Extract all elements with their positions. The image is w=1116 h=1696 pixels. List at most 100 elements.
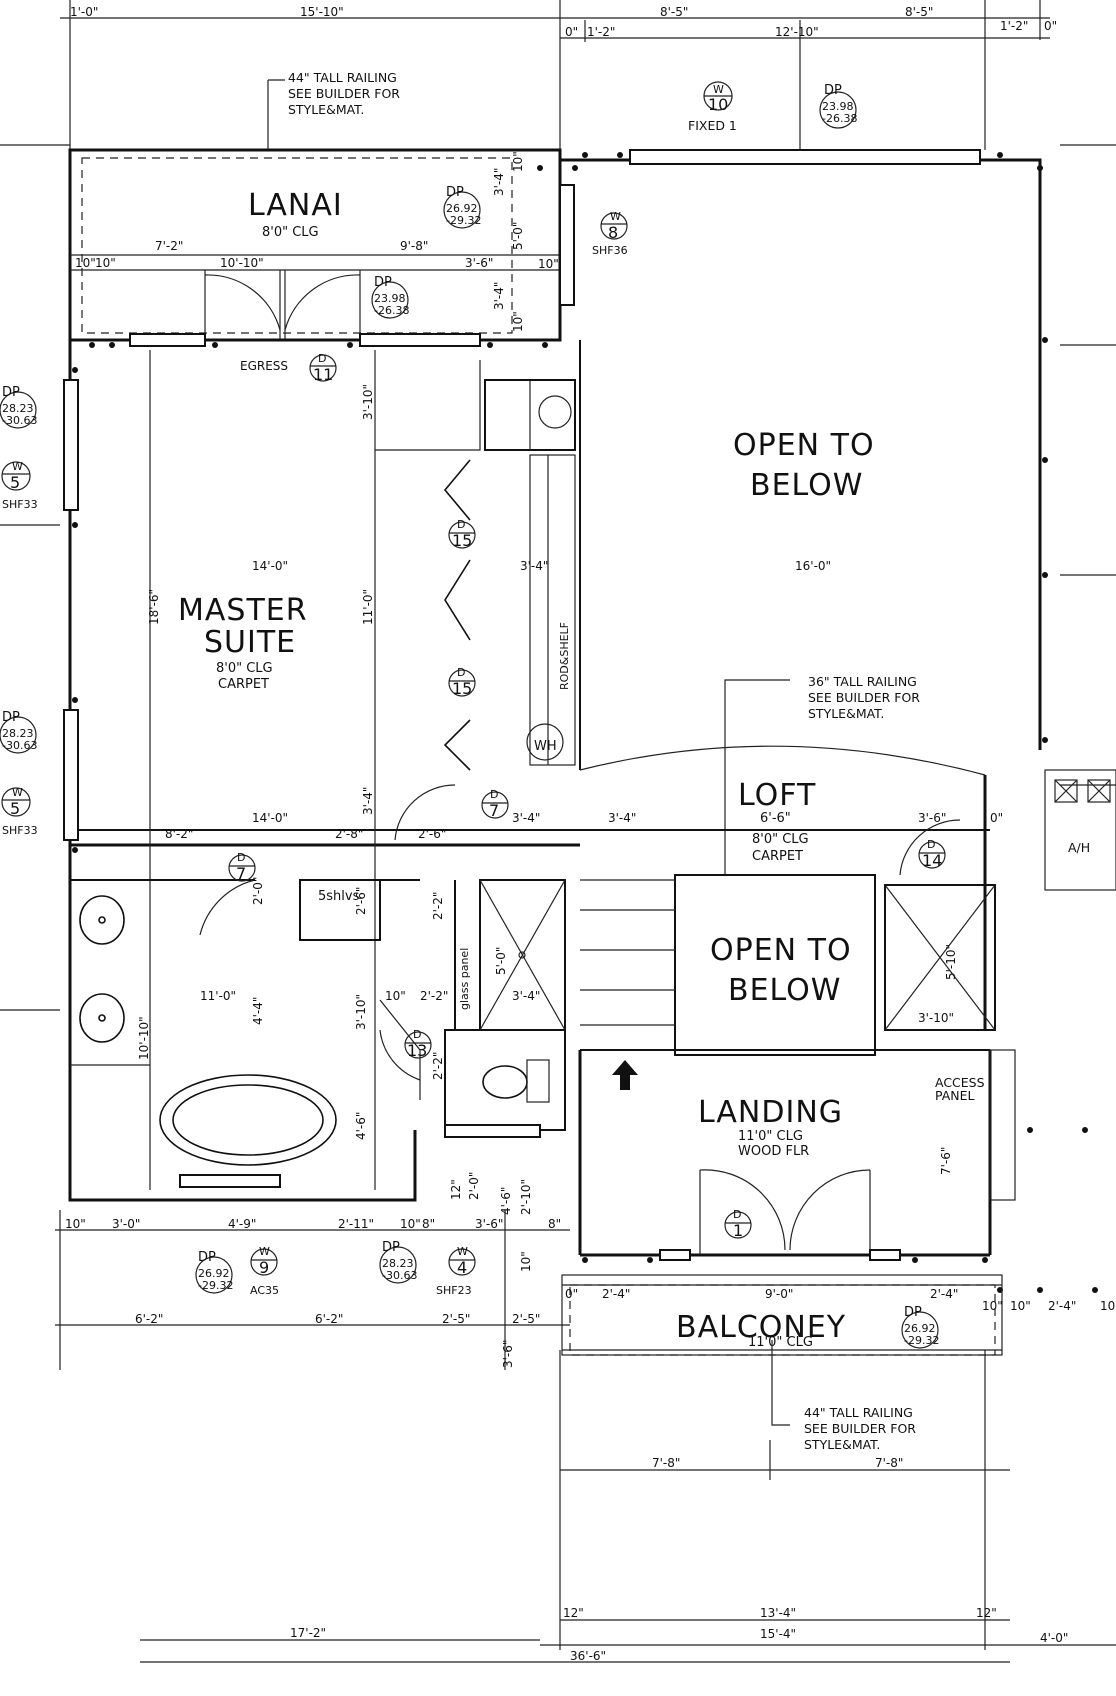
dim-top-c: 8'-5" — [660, 5, 688, 19]
access-panel-2: PANEL — [935, 1088, 975, 1103]
dp-tag-2: DP 26.92 -29.32 — [443, 185, 481, 229]
railing-note-mid-1: 36" TALL RAILING — [808, 674, 917, 689]
svg-text:D: D — [457, 518, 465, 531]
door-tag-d7b: D 7 — [481, 788, 509, 820]
dim-v12: 12" — [449, 1179, 463, 1200]
dim-v1010: 10'-10" — [137, 1016, 151, 1060]
dim-v310b: 3'-10" — [354, 994, 368, 1030]
dim-top-f: 0" — [565, 25, 578, 39]
dim-v46b: 4'-6" — [499, 1187, 513, 1215]
railing-note-top-2: SEE BUILDER FOR — [288, 86, 400, 101]
svg-text:-26.38: -26.38 — [374, 304, 409, 317]
dim-v36: 3'-6" — [465, 256, 493, 270]
svg-text:-29.32: -29.32 — [198, 1279, 233, 1292]
svg-text:DP: DP — [382, 1240, 400, 1255]
dim-h34a: 3'-4" — [520, 559, 548, 573]
dim-v44: 4'-4" — [251, 997, 265, 1025]
open-below-1-line1: OPEN TO — [733, 428, 875, 463]
dim-bot-12b: 12" — [976, 1606, 997, 1620]
svg-text:DP: DP — [824, 83, 842, 98]
svg-text:-30.63: -30.63 — [382, 1269, 417, 1282]
dim-v34a: 3'-4" — [492, 168, 506, 196]
rod-shelf-label: ROD&SHELF — [558, 622, 571, 690]
loft-ceiling: 8'0" CLG — [752, 832, 809, 847]
landing-floor: WOOD FLR — [738, 1144, 809, 1159]
railing-note-bottom-1: 44" TALL RAILING — [804, 1405, 913, 1420]
landing-title: LANDING — [698, 1095, 843, 1130]
dim-v210: 2'-10" — [519, 1179, 533, 1215]
svg-text:-30.63: -30.63 — [2, 414, 37, 427]
svg-text:DP: DP — [2, 710, 20, 725]
open-below-2-line2: BELOW — [728, 973, 841, 1008]
shelves-label: 5shlvs — [318, 889, 360, 904]
dim-bal-24a: 2'-4" — [602, 1287, 630, 1301]
dim-v186: 18'-6" — [147, 589, 161, 625]
dim-lanai-10a: 10" — [75, 256, 96, 270]
door-tag-d7a: D 7 — [228, 851, 256, 883]
railing-note-bottom-3: STYLE&MAT. — [804, 1437, 880, 1452]
svg-text:W: W — [12, 460, 23, 473]
dim-h310: 3'-10" — [918, 1011, 954, 1025]
svg-text:D: D — [457, 666, 465, 679]
loft — [579, 745, 1116, 1030]
dim-b-211: 2'-11" — [338, 1217, 374, 1231]
dim-v22a: 2'-2" — [431, 892, 445, 920]
stair-opening — [580, 874, 996, 1090]
svg-text:DP: DP — [904, 1305, 922, 1320]
dp-tag-1: DP 23.98 -26.38 — [819, 83, 857, 129]
dp-tag-4: DP 28.23 -30.63 — [0, 385, 37, 429]
dim-v20: 2'-0" — [251, 877, 265, 905]
dim-h34d: 3'-4" — [512, 989, 540, 1003]
svg-text:SHF36: SHF36 — [592, 244, 628, 257]
svg-text:26.92: 26.92 — [446, 202, 478, 215]
water-heater-label: WH — [534, 739, 557, 754]
svg-text:13: 13 — [407, 1041, 427, 1060]
door-tag-d14: D 14 — [918, 838, 946, 870]
closet — [443, 379, 576, 771]
svg-text:5: 5 — [10, 473, 20, 492]
door-tag-d1: D 1 — [724, 1208, 752, 1240]
svg-text:W: W — [12, 786, 23, 799]
window-w5a — [63, 379, 79, 511]
window-w9 — [179, 1174, 281, 1188]
fixed-label: FIXED 1 — [688, 118, 737, 133]
dim-v34c: 3'-4" — [361, 787, 375, 815]
master-suite-walls — [63, 149, 1042, 1202]
dim-v46: 4'-6" — [354, 1112, 368, 1140]
svg-text:26.92: 26.92 — [904, 1322, 936, 1335]
dim-bot-40: 4'-0" — [1040, 1631, 1068, 1645]
window-tag-w4: W 4 SHF23 — [436, 1245, 476, 1297]
svg-text:1: 1 — [733, 1221, 743, 1240]
svg-text:DP: DP — [2, 385, 20, 400]
dim-bal-78a: 7'-8" — [652, 1456, 680, 1470]
svg-text:8: 8 — [608, 223, 618, 242]
dim-top-b: 15'-10" — [300, 5, 344, 19]
svg-text:-30.63: -30.63 — [2, 739, 37, 752]
dp-tag-5: DP 28.23 -30.63 — [0, 710, 37, 754]
svg-text:D: D — [490, 788, 498, 801]
dim-v310a: 3'-10" — [361, 384, 375, 420]
svg-text:5: 5 — [10, 799, 20, 818]
svg-text:SHF23: SHF23 — [436, 1284, 472, 1297]
dp-tag-6: DP 26.92 -29.32 — [195, 1250, 233, 1294]
svg-text:-29.32: -29.32 — [446, 214, 481, 227]
dim-v10b: 10" — [511, 311, 525, 332]
svg-text:23.98: 23.98 — [374, 292, 406, 305]
dim-top-d: 8'-5" — [905, 5, 933, 19]
dim-b-49: 4'-9" — [228, 1217, 256, 1231]
master-title-1: MASTER — [178, 593, 308, 628]
svg-text:DP: DP — [198, 1250, 216, 1265]
svg-text:D: D — [413, 1028, 421, 1041]
balcony-ceiling: 11'0" CLG — [748, 1335, 813, 1350]
dim-bal-10b: 10" — [1010, 1299, 1031, 1313]
dim-h110: 11'-0" — [200, 989, 236, 1003]
loft-title: LOFT — [738, 778, 816, 813]
dim-h82: 8'-2" — [165, 827, 193, 841]
svg-text:D: D — [318, 352, 326, 365]
svg-text:26.92: 26.92 — [198, 1267, 230, 1280]
dim-v26: 2'-6" — [354, 887, 368, 915]
window-w10 — [629, 149, 981, 165]
svg-text:28.23: 28.23 — [2, 402, 34, 415]
svg-text:W: W — [713, 83, 724, 96]
dim-b-25a: 2'-5" — [442, 1312, 470, 1326]
